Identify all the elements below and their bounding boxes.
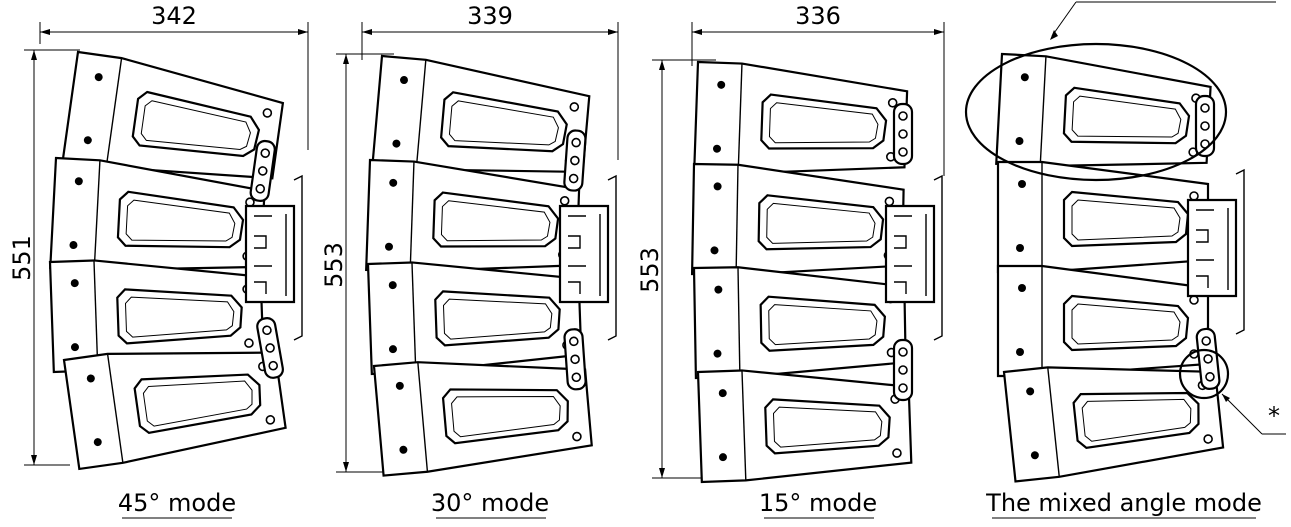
figure-30-mode: 339 553 30° mode: [320, 2, 619, 519]
height-label-45: 551: [8, 235, 36, 281]
figure-mixed-angle-mode: * The mixed angle mode: [964, 1, 1286, 519]
dimension-height-45: 551: [8, 49, 80, 466]
dimension-width-45: 342: [39, 2, 309, 150]
caption-30-mode: 30° mode: [431, 489, 549, 517]
dimension-height-30: 553: [320, 53, 394, 473]
width-label-15: 336: [795, 2, 841, 30]
figure-45-mode: 342 551 45° mode: [8, 2, 309, 519]
caption-mixed-angle-mode: The mixed angle mode: [985, 489, 1262, 517]
width-label-30: 339: [467, 2, 513, 30]
dimension-width-15: 336: [691, 2, 945, 176]
caption-45-mode: 45° mode: [118, 489, 236, 517]
height-label-30: 553: [320, 242, 348, 288]
highlight-ellipse: [964, 42, 1228, 182]
detail-marker: *: [1268, 402, 1280, 430]
caption-15-mode: 15° mode: [759, 489, 877, 517]
detail-circle: [1178, 348, 1230, 400]
dimension-width-30: 339: [361, 2, 619, 160]
height-label-15: 553: [636, 247, 664, 293]
figure-15-mode: 336 553 15° mode: [636, 2, 945, 519]
width-label-45: 342: [151, 2, 197, 30]
